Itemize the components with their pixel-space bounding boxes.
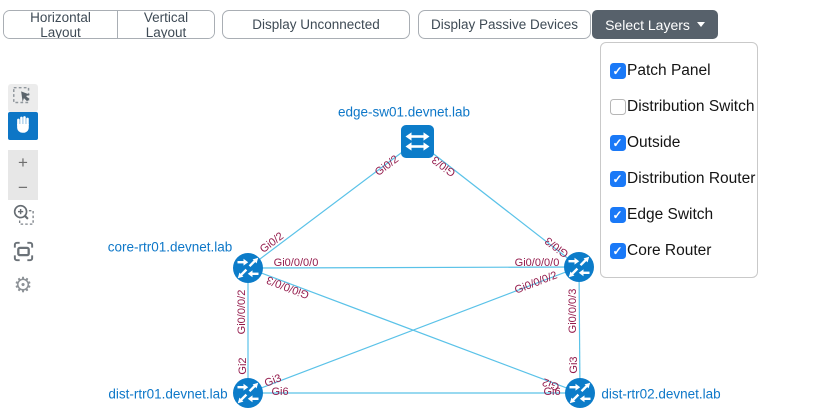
display-passive-devices-button[interactable]: Display Passive Devices <box>418 10 591 39</box>
magnifier-marquee-icon <box>11 202 36 232</box>
link-core-rtr01-dist-rtr02[interactable] <box>247 267 581 394</box>
pan-mode-tool[interactable] <box>8 112 38 140</box>
gear-icon: ⚙ <box>13 273 33 297</box>
node-label-dist-rtr01: dist-rtr01.devnet.lab <box>108 386 228 402</box>
side-toolbar: + − <box>0 0 46 419</box>
interface-label: Gi0/0/0/3 <box>567 288 579 334</box>
node-dist-rtr01[interactable] <box>233 378 263 408</box>
layer-item-core-router[interactable]: Core Router <box>610 233 757 269</box>
link-core-rtr02-dist-rtr02[interactable] <box>578 266 581 394</box>
display-unconnected-button[interactable]: Display Unconnected <box>222 10 410 39</box>
horizontal-layout-button[interactable]: Horizontal Layout <box>4 11 117 38</box>
checkbox-outside[interactable] <box>610 135 626 151</box>
node-dist-rtr02[interactable] <box>565 378 595 408</box>
layer-item-distribution-router[interactable]: Distribution Router <box>610 161 757 197</box>
zoom-out-button[interactable]: − <box>8 175 38 200</box>
zoom-selection-tool[interactable] <box>8 203 38 231</box>
layer-item-patch-panel[interactable]: Patch Panel <box>610 53 757 89</box>
select-layers-label: Select Layers <box>605 16 690 33</box>
select-layers-menu: Patch Panel Distribution Switch Outside … <box>600 42 758 278</box>
checkbox-distribution-router[interactable] <box>610 171 626 187</box>
fit-to-view-button[interactable] <box>8 240 38 267</box>
node-core-rtr01[interactable] <box>233 253 263 283</box>
plus-icon: + <box>18 152 28 172</box>
layer-item-distribution-switch[interactable]: Distribution Switch <box>610 89 757 125</box>
fit-screen-icon <box>11 239 36 269</box>
interface-label: Gi0/0/0/0 <box>514 257 560 269</box>
link-edge-sw01-core-rtr01[interactable] <box>247 140 418 269</box>
checkbox-edge-switch[interactable] <box>610 207 626 223</box>
minus-icon: − <box>18 177 28 197</box>
layer-label: Distribution Switch <box>627 98 755 115</box>
interface-label: Gi0/0/0/2 <box>236 289 248 335</box>
interface-label: Gi3 <box>568 356 580 374</box>
chevron-down-icon <box>696 22 705 27</box>
checkbox-distribution-switch[interactable] <box>610 99 626 115</box>
node-label-dist-rtr02: dist-rtr02.devnet.lab <box>601 386 721 402</box>
layout-button-group: Horizontal Layout Vertical Layout <box>3 10 215 39</box>
layer-label: Distribution Router <box>627 170 756 187</box>
layer-label: Outside <box>627 134 681 151</box>
checkbox-core-router[interactable] <box>610 243 626 259</box>
node-label-edge-sw01: edge-sw01.devnet.lab <box>337 104 471 120</box>
link-core-rtr02-dist-rtr01[interactable] <box>247 266 580 394</box>
node-label-core-rtr01: core-rtr01.devnet.lab <box>107 239 233 255</box>
interface-label: Gi0/0/0/0 <box>273 257 319 269</box>
interface-label: Gi6 <box>543 386 561 398</box>
layer-label: Patch Panel <box>627 62 711 79</box>
interface-label: Gi2 <box>237 357 249 375</box>
layer-label: Core Router <box>627 242 712 259</box>
zoom-in-button[interactable]: + <box>8 150 38 175</box>
layer-label: Edge Switch <box>627 206 714 223</box>
interface-label: Gi6 <box>271 386 289 398</box>
link-edge-sw01-core-rtr02[interactable] <box>416 140 580 268</box>
hand-icon <box>12 113 34 140</box>
marquee-pointer-icon <box>11 84 35 113</box>
node-edge-sw01[interactable] <box>400 124 434 158</box>
node-core-rtr02[interactable] <box>564 252 594 282</box>
link-core-rtr01-core-rtr02[interactable] <box>247 266 580 269</box>
top-toolbar: Horizontal Layout Vertical Layout Displa… <box>0 0 815 46</box>
vertical-layout-button[interactable]: Vertical Layout <box>117 11 214 38</box>
select-layers-button[interactable]: Select Layers <box>592 10 718 39</box>
layer-item-outside[interactable]: Outside <box>610 125 757 161</box>
layer-item-edge-switch[interactable]: Edge Switch <box>610 197 757 233</box>
checkbox-patch-panel[interactable] <box>610 63 626 79</box>
settings-button[interactable]: ⚙ <box>8 271 38 299</box>
select-mode-tool[interactable] <box>8 84 38 112</box>
